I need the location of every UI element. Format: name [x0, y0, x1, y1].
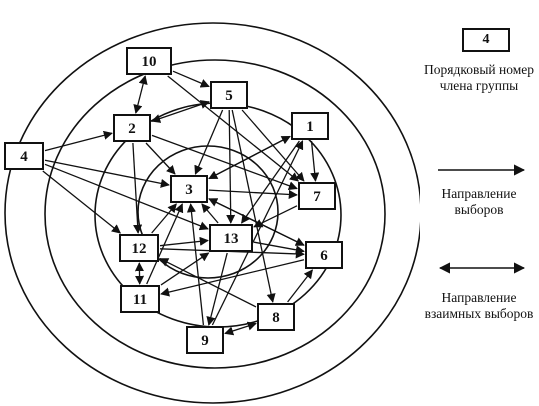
node-label-1: 1 [306, 119, 314, 135]
node-box-13 [209, 224, 253, 252]
legend-direction-label: Направление выборов [441, 186, 517, 217]
edge-12-3 [151, 203, 177, 234]
edge-5-8 [231, 109, 276, 303]
legend-member-number-label: Порядковый номер члена группы [424, 62, 534, 93]
edge-11-13 [160, 252, 210, 286]
node-label-8: 8 [272, 310, 280, 326]
node-12: 12 [119, 234, 159, 262]
node-box-6 [305, 241, 343, 269]
node-box-5 [210, 81, 248, 109]
node-label-3: 3 [185, 182, 193, 198]
edge-1-13 [241, 140, 300, 224]
node-6: 6 [305, 241, 343, 269]
legend-mutual-label: Направление взаимных выборов [424, 290, 534, 321]
node-label-11: 11 [133, 292, 147, 308]
node-13: 13 [209, 224, 253, 252]
edge-2-3 [145, 142, 176, 175]
edge-3-1 [208, 135, 291, 180]
edge-6-11 [160, 259, 305, 297]
node-label-4: 4 [20, 149, 28, 165]
node-label-6: 6 [320, 248, 328, 264]
node-7: 7 [298, 182, 336, 210]
node-label-7: 7 [313, 189, 321, 205]
node-label-2: 2 [128, 121, 136, 137]
node-1: 1 [291, 112, 329, 140]
node-11: 11 [120, 285, 160, 313]
node-box-11 [120, 285, 160, 313]
legend-direction-arrow [438, 164, 526, 176]
node-4: 4 [4, 142, 44, 170]
node-box-7 [298, 182, 336, 210]
edge-10-5 [172, 70, 210, 88]
edge-5-3 [194, 109, 224, 175]
node-box-9 [186, 326, 224, 354]
ring-outer [4, 22, 420, 404]
edge-13-9 [206, 252, 228, 326]
node-8: 8 [257, 303, 295, 331]
node-3: 3 [170, 175, 208, 203]
node-box-4 [4, 142, 44, 170]
legend-sample-box: 4 [462, 28, 510, 52]
node-label-12: 12 [132, 241, 147, 257]
node-label-13: 13 [224, 231, 239, 247]
edge-3-7 [208, 189, 298, 199]
node-box-2 [113, 114, 151, 142]
node-box-3 [170, 175, 208, 203]
edge-4-13 [44, 163, 209, 231]
ring-third [44, 59, 386, 369]
edge-4-3 [44, 159, 170, 188]
node-label-5: 5 [225, 88, 233, 104]
node-9: 9 [186, 326, 224, 354]
legend-mutual-arrow [438, 262, 526, 274]
edge-4-12 [42, 170, 122, 234]
edge-13-3 [201, 203, 219, 224]
edge-8-12 [159, 258, 257, 308]
choice-arrows [42, 70, 320, 336]
node-5: 5 [210, 81, 248, 109]
edge-5-2 [151, 100, 210, 123]
edge-9-3 [186, 203, 205, 326]
edge-1-7 [310, 140, 320, 182]
node-label-9: 9 [201, 333, 209, 349]
edge-10-2 [133, 75, 148, 114]
node-10: 10 [126, 47, 172, 75]
node-box-8 [257, 303, 295, 331]
node-box-1 [291, 112, 329, 140]
edge-5-13 [226, 109, 236, 224]
edge-8-6 [287, 269, 313, 303]
node-label-10: 10 [142, 54, 157, 70]
node-box-10 [126, 47, 172, 75]
node-2: 2 [113, 114, 151, 142]
edge-10-7 [167, 75, 300, 182]
edge-2-12 [132, 142, 143, 234]
edge-12-13 [159, 236, 209, 247]
edge-4-2 [44, 130, 113, 152]
edge-11-3 [146, 203, 184, 285]
edge-9-8 [224, 321, 257, 336]
edge-7-13 [253, 205, 298, 228]
node-box-12 [119, 234, 159, 262]
